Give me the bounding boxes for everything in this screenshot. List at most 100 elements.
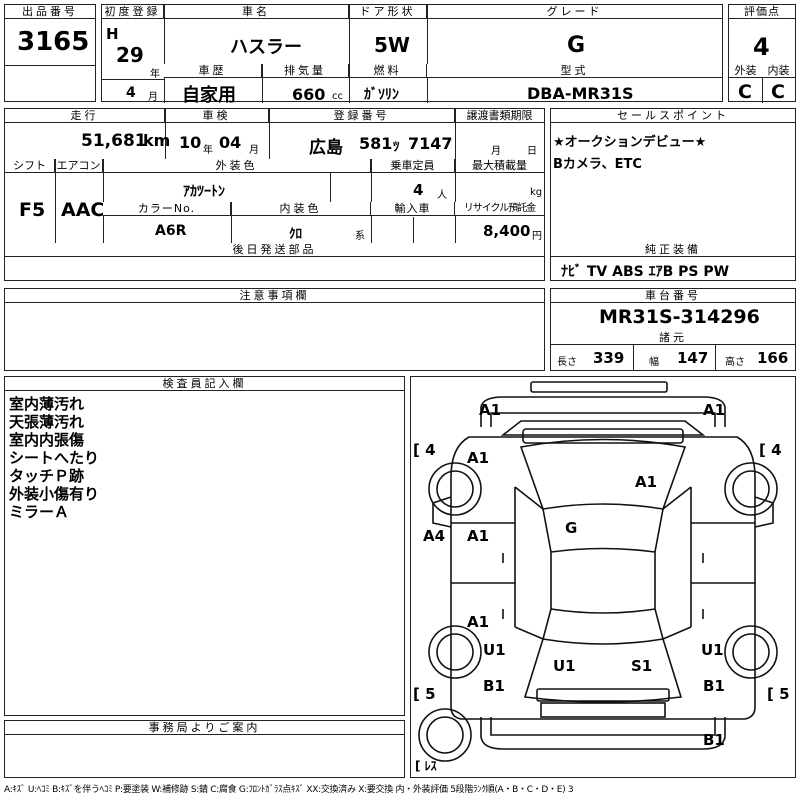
vehicle-history: 自家用: [182, 85, 236, 106]
car-outline-diagram: [418, 381, 778, 762]
damage-mark: U1: [553, 657, 576, 675]
spare-tire: [ ﾚｽ: [415, 759, 437, 773]
damage-mark: A1: [703, 401, 726, 419]
rating-label: 評価点: [729, 5, 795, 19]
damage-mark: A1: [467, 527, 490, 545]
tire-rear-right: [ 5: [767, 685, 790, 703]
ext-color: ｱｶﾂｰﾄﾝ: [183, 184, 225, 200]
inspector-notes-list: 室内薄汚れ 天張薄汚れ 室内内張傷 シートへたり タッチＰ跡 外装小傷有り ミラ…: [9, 395, 99, 521]
reg-number: 7147: [408, 134, 453, 153]
mileage-label: 走行: [5, 109, 165, 123]
kg-unit: kg: [530, 187, 543, 198]
tire-front-right: [ 4: [759, 441, 782, 459]
rating: 4: [753, 33, 770, 61]
office-notice-box: 事務局よりご案内: [4, 720, 405, 778]
grade-label: グレード: [427, 5, 722, 19]
specs-label: 諸元: [551, 331, 795, 345]
era: H: [106, 25, 119, 43]
inspection-year-unit: 年: [203, 145, 213, 156]
inspector-note: 天張薄汚れ: [9, 413, 85, 431]
damage-mark: U1: [701, 641, 724, 659]
height-label: 高さ: [725, 357, 745, 368]
legend: A:ｷｽﾞ U:ﾍｺﾐ B:ｷｽﾞを伴うﾍｺﾐ P:要塗装 W:補修跡 S:錆 …: [4, 785, 574, 795]
damage-mark: G: [565, 519, 578, 537]
reg-kana: ﾂ: [393, 140, 400, 155]
inspector-notes-box: 検査員記入欄 室内薄汚れ 天張薄汚れ 室内内張傷 シートへたり タッチＰ跡 外装…: [4, 376, 405, 716]
lot-number-label: 出品番号: [5, 5, 95, 19]
damage-mark: S1: [631, 657, 653, 675]
office-notice-label: 事務局よりご案内: [5, 721, 404, 735]
exterior-label: 外装: [729, 64, 762, 78]
inspector-note: 室内内張傷: [9, 431, 85, 449]
inspector-notes-label: 検査員記入欄: [5, 377, 404, 391]
kei-unit: 系: [355, 231, 365, 242]
damage-diagram-box: A1 A1 A1 A1 G A4 A1 A1 U1 U1 U1 S1 B1 B1…: [410, 376, 796, 778]
lot-number-box: 出品番号 3165: [4, 4, 96, 102]
reg-area: 広島: [309, 138, 343, 158]
reg-number-label: 登録番号: [269, 109, 455, 123]
car-name-label: 車名: [164, 5, 349, 19]
recycle-deposit: 8,400: [483, 222, 531, 240]
first-reg-year: 29: [116, 43, 144, 67]
model-code: DBA-MR31S: [527, 84, 634, 103]
damage-mark: A1: [479, 401, 502, 419]
reg-class: 581: [359, 134, 393, 153]
inspector-note: タッチＰ跡: [9, 467, 85, 485]
displacement-label: 排気量: [262, 64, 349, 78]
interior-label: 内装: [762, 64, 795, 78]
damage-mark: B1: [703, 731, 725, 749]
chassis-box: 車台番号 MR31S-314296 諸元 長さ 339 幅 147 高さ 166: [550, 288, 796, 371]
inspector-note: シートへたり: [9, 449, 100, 467]
person-unit: 人: [437, 190, 447, 201]
car-name: ハスラー: [230, 37, 302, 58]
width-label: 幅: [649, 357, 659, 368]
color-no: A6R: [155, 223, 187, 239]
damage-mark: A4: [423, 527, 446, 545]
door-type: 5W: [374, 33, 410, 57]
inspection-month: 04: [219, 133, 242, 152]
height: 166: [757, 349, 789, 367]
damage-mark: U1: [483, 641, 506, 659]
damage-mark: A1: [467, 449, 490, 467]
door-type-label: ドア形状: [349, 5, 427, 19]
displacement: 660: [292, 85, 326, 104]
deadline-month-unit: 月: [491, 146, 501, 157]
fuel-label: 燃料: [349, 64, 427, 78]
deadline-day-unit: 日: [527, 146, 537, 157]
yen-unit: 円: [532, 231, 542, 242]
aircon-label: エアコン: [55, 159, 103, 173]
km-unit: km: [143, 131, 171, 150]
inspection-month-unit: 月: [249, 145, 259, 156]
year-unit: 年: [150, 69, 160, 80]
recycle-label: リサイクル預託金: [455, 202, 544, 216]
model-code-label: 型式: [427, 64, 722, 78]
later-parts-label: 後日発送部品: [5, 243, 544, 257]
damage-mark: A1: [467, 613, 490, 631]
genuine-equipment: ﾅﾋﾞ TV ABS ｴｱB PS PW: [561, 264, 730, 280]
notes-box: 注意事項欄: [4, 288, 545, 371]
history-label: 車歴: [164, 64, 262, 78]
inspector-note: 外装小傷有り: [9, 485, 100, 503]
mileage: 51,681: [81, 131, 147, 151]
chassis-label: 車台番号: [551, 289, 795, 303]
transfer-deadline-label: 譲渡書類期限: [455, 109, 544, 123]
first-reg-month: 4: [126, 85, 136, 101]
month-unit: 月: [148, 92, 158, 103]
cc-unit: cc: [332, 91, 343, 102]
lot-number: 3165: [17, 27, 90, 57]
shift-label: シフト: [5, 159, 55, 173]
genuine-equip-label: 純正装備: [551, 243, 795, 257]
interior-score: C: [771, 81, 785, 103]
notes-label: 注意事項欄: [5, 289, 544, 303]
tire-rear-left: [ 5: [413, 685, 436, 703]
sales-point-box: セールスポイント ★オークションデビュー★ Bカメラ、ETC 純正装備 ﾅﾋﾞ …: [550, 108, 796, 281]
sales-point-label: セールスポイント: [551, 109, 795, 123]
ext-color-label: 外装色: [103, 159, 371, 173]
int-color-label: 内装色: [231, 202, 371, 216]
damage-mark: B1: [483, 677, 505, 695]
color-no-label: カラーNo.: [103, 202, 231, 216]
grade: G: [567, 33, 586, 58]
aircon: AAC: [61, 199, 105, 221]
exterior-score: C: [738, 81, 752, 103]
shift: F5: [19, 199, 46, 221]
